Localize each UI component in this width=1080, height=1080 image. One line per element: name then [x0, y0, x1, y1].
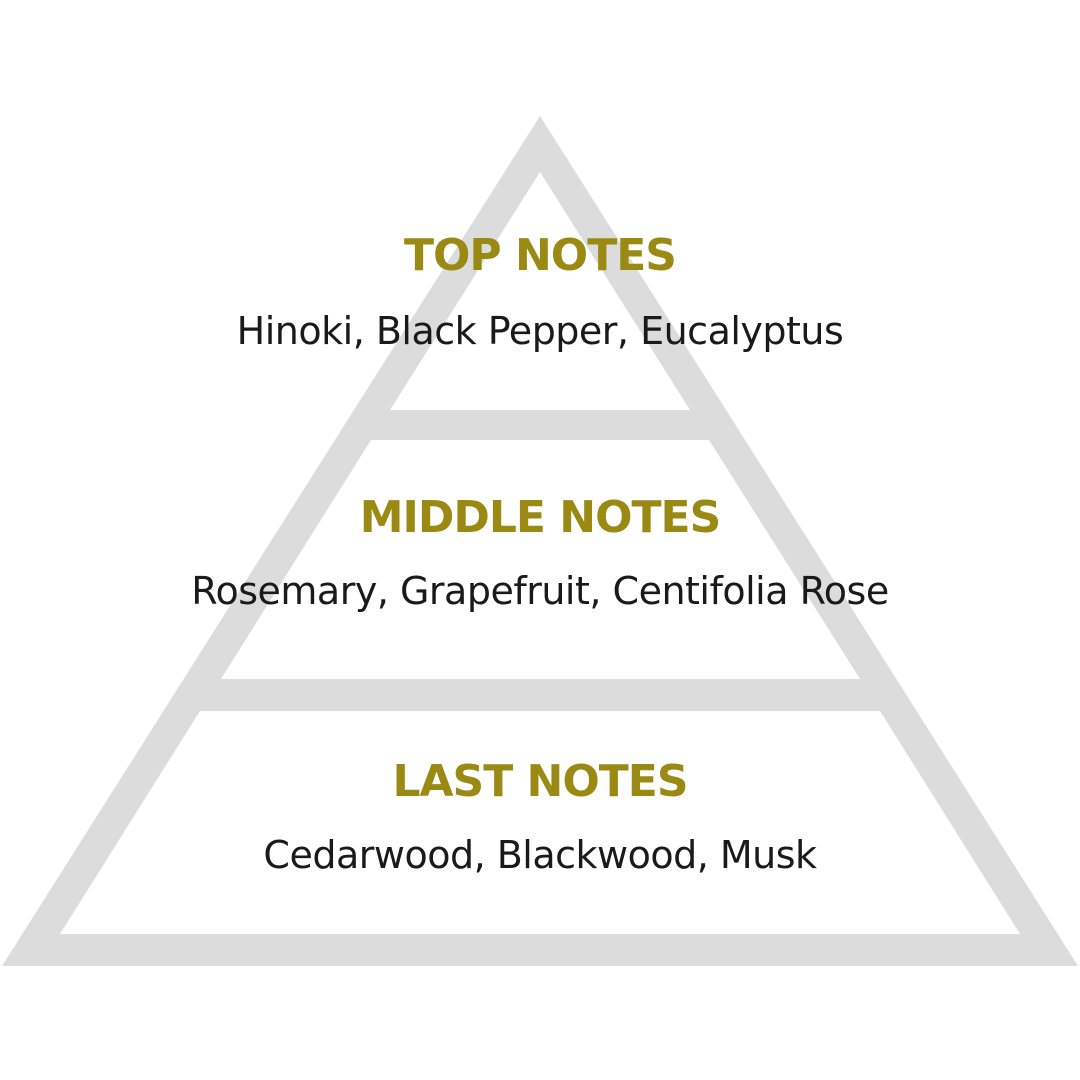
top-notes-heading: TOP NOTES — [404, 230, 677, 281]
middle-notes-heading: MIDDLE NOTES — [359, 492, 722, 543]
last-notes-heading: LAST NOTES — [392, 756, 688, 807]
pyramid-tier-last — [60, 711, 1020, 934]
top-notes-list: Hinoki, Black Pepper, Eucalyptus — [236, 309, 844, 353]
pyramid-tier-top — [390, 172, 690, 410]
middle-notes-list: Rosemary, Grapefruit, Centifolia Rose — [191, 569, 889, 613]
pyramid-tier-middle — [221, 440, 860, 679]
last-notes-list: Cedarwood, Blackwood, Musk — [263, 833, 817, 877]
